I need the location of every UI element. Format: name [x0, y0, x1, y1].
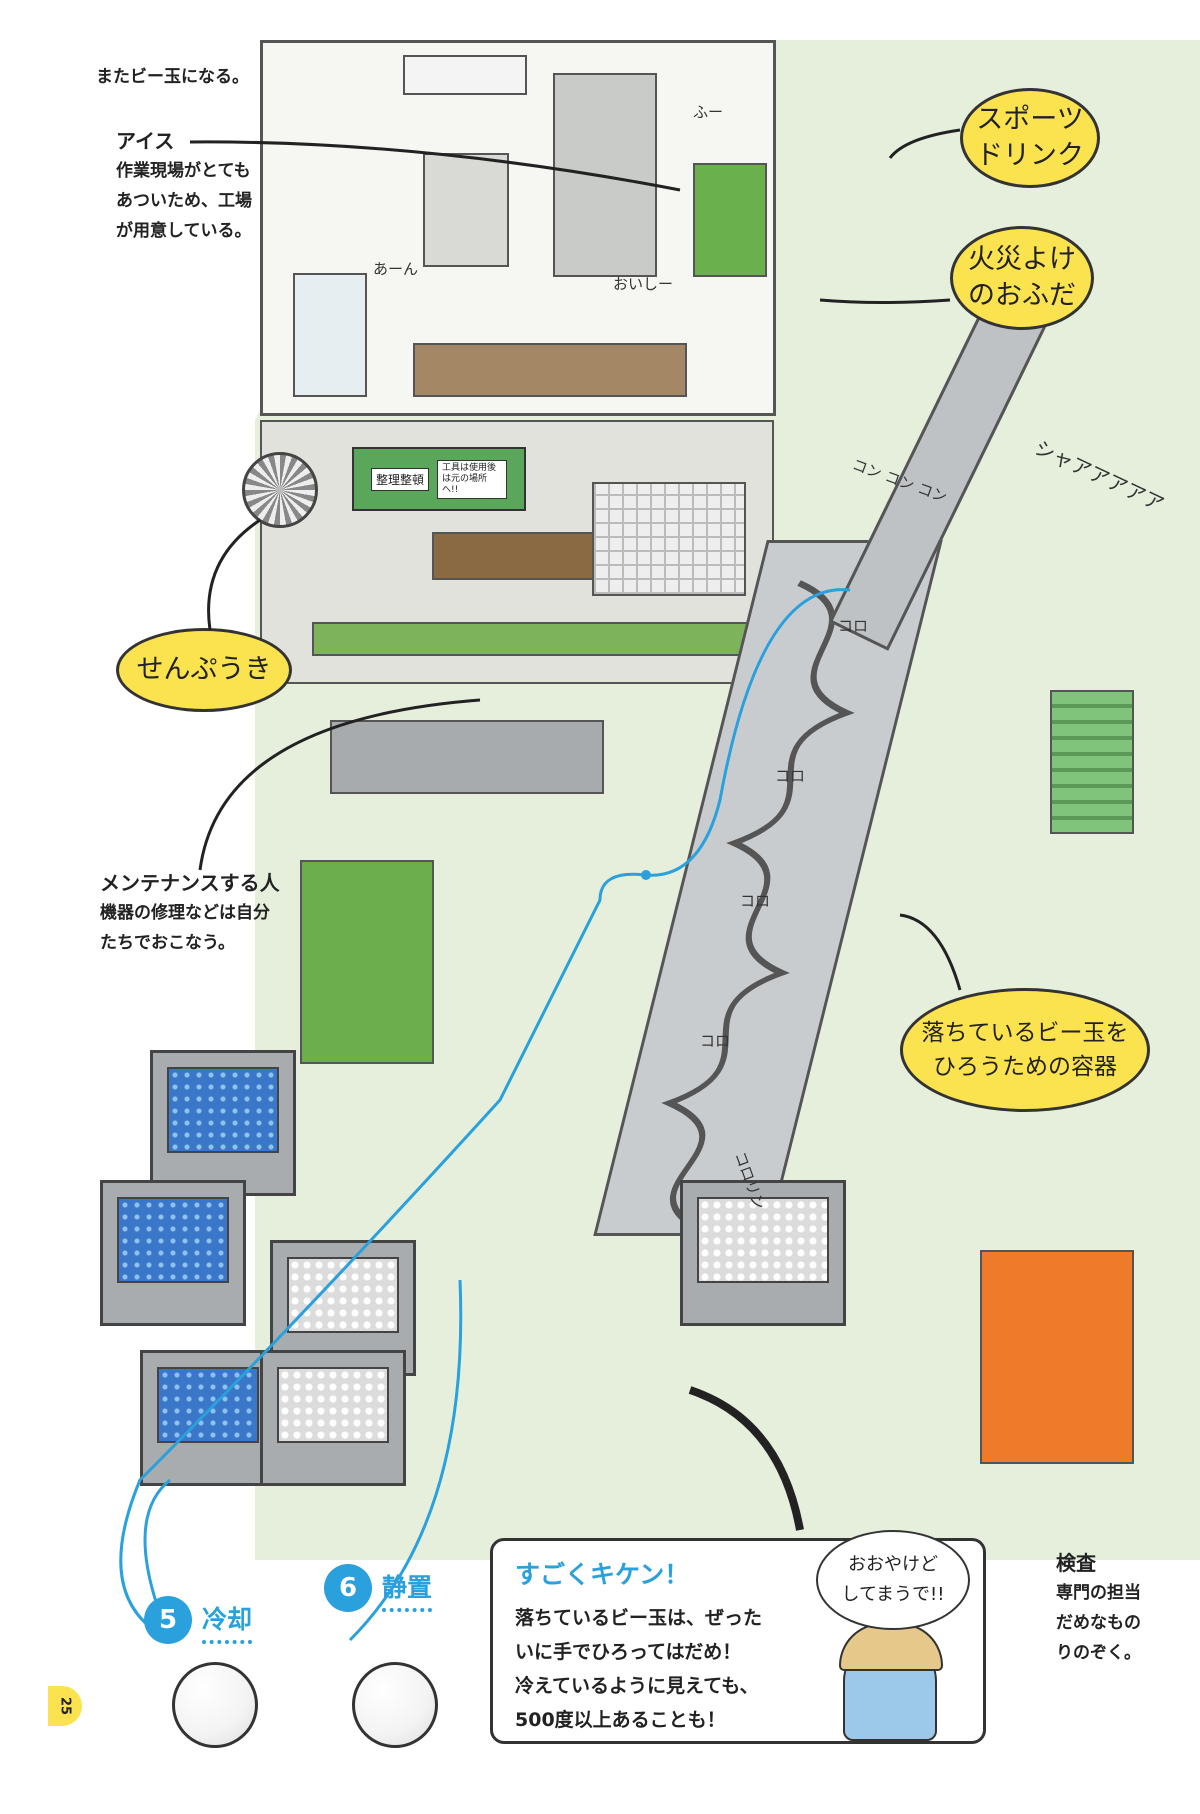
bubble-fire-charm-line-2: のおふだ — [968, 280, 1076, 311]
bubble-container-line-2: ひろうための容器 — [933, 1054, 1117, 1080]
arrow-fan — [207, 518, 261, 631]
annotation-inspection-line-3: りのぞく。 — [1056, 1643, 1141, 1663]
sound-koro-2: コロ — [775, 767, 806, 785]
bubble-sports-drink: スポーツ ドリンク — [960, 88, 1100, 188]
tool-cart — [300, 860, 434, 1064]
break-room: ふー あーん おいしー — [260, 40, 776, 416]
warning-line-3: 冷えているように見えても、 — [515, 1675, 759, 1697]
refrigerator — [423, 153, 509, 267]
window — [293, 273, 367, 397]
tool-shelf — [432, 532, 606, 580]
workshop-wall: 整理整頓 工具は使用後は元の場所へ!! — [242, 420, 774, 684]
speech-burn-line-1: おおやけど — [848, 1554, 938, 1575]
step-6-label: 静置 — [382, 1568, 433, 1612]
warning-body: 落ちているビー玉は、ぜった いに手でひろってはだめ！ 冷えているように見えても、… — [515, 1601, 815, 1737]
mascot-character — [839, 1623, 943, 1741]
air-conditioner — [403, 55, 527, 95]
annotation-maintenance-title: メンテナンスする人 — [100, 871, 280, 895]
annotation-ice-title: アイス — [116, 129, 175, 153]
step-6-number: 6 — [324, 1564, 372, 1612]
marble-resting-icon — [352, 1662, 438, 1748]
speech-burn: おおやけど してまうで!! — [816, 1530, 970, 1630]
sound-koro-1: コロ — [838, 617, 869, 635]
annotation-inspection-line-2: だめなもの — [1056, 1613, 1141, 1633]
forklift — [980, 1250, 1134, 1464]
sound-koro-3: コロ — [740, 892, 771, 910]
bubble-container: 落ちているビー玉を ひろうための容器 — [900, 988, 1150, 1112]
fan-icon — [242, 452, 318, 528]
crate-blue-3 — [140, 1350, 276, 1486]
annotation-ice-line-2: あついため、工場 — [116, 191, 252, 211]
annotation-ice: アイス 作業現場がとても あついため、工場 が用意している。 — [116, 126, 252, 246]
speech-aan: あーん — [373, 260, 419, 278]
marble-cooling-icon — [172, 1662, 258, 1748]
sign-tools: 工具は使用後は元の場所へ!! — [437, 459, 507, 499]
inspection-stairs — [1050, 690, 1134, 834]
green-sofa — [693, 163, 767, 277]
speech-phew: ふー — [693, 103, 724, 121]
annotation-inspection-title: 検査 — [1056, 1551, 1096, 1575]
warning-line-1: 落ちているビー玉は、ぜった — [515, 1607, 763, 1629]
sign-seiri: 整理整頓 — [370, 467, 429, 491]
crate-blue-2 — [100, 1180, 246, 1326]
bubble-sports-drink-line-2: ドリンク — [976, 140, 1084, 171]
step-5-number: 5 — [144, 1596, 192, 1644]
mascot-helmet — [839, 1623, 943, 1671]
speech-oishii: おいしー — [613, 275, 674, 293]
annotation-maintenance-line-2: たちでおこなう。 — [100, 933, 235, 953]
sign-organize: 整理整頓 工具は使用後は元の場所へ!! — [352, 447, 526, 511]
annotation-maintenance: メンテナンスする人 機器の修理などは自分 たちでおこなう。 — [100, 868, 280, 958]
annotation-ice-line-3: が用意している。 — [116, 221, 252, 241]
bubble-fire-charm-line-1: 火災よけ — [968, 244, 1076, 275]
sound-koro-4: コロ — [700, 1032, 731, 1050]
lathe-machine — [330, 720, 604, 794]
break-table — [413, 343, 687, 397]
warning-line-4: 500度以上あることも！ — [515, 1709, 726, 1731]
door — [553, 73, 657, 277]
intro-text: またビー玉になる。 — [96, 67, 249, 87]
annotation-maintenance-line-1: 機器の修理などは自分 — [100, 903, 270, 923]
bubble-container-line-1: 落ちているビー玉を — [921, 1020, 1129, 1046]
bubble-fire-charm: 火災よけ のおふだ — [950, 226, 1094, 330]
annotation-inspection: 検査 専門の担当 だめなもの りのぞく。 — [1056, 1548, 1200, 1668]
bubble-fan: せんぷうき — [116, 628, 292, 712]
warning-line-2: いに手でひろってはだめ！ — [515, 1641, 742, 1663]
warning-title: すごくキケン！ — [515, 1560, 690, 1589]
crate-white-2 — [260, 1350, 406, 1486]
annotation-ice-line-1: 作業現場がとても — [116, 161, 251, 181]
bubble-sports-drink-line-1: スポーツ — [976, 104, 1084, 135]
page-number: 25 — [48, 1686, 82, 1726]
step-5-label: 冷却 — [202, 1600, 253, 1644]
annotation-inspection-line-1: 専門の担当 — [1056, 1583, 1141, 1603]
wire-rack — [592, 482, 746, 596]
crate-blue-1 — [150, 1050, 296, 1196]
workbench — [312, 622, 766, 656]
speech-burn-line-2: してまうで!! — [841, 1584, 945, 1605]
